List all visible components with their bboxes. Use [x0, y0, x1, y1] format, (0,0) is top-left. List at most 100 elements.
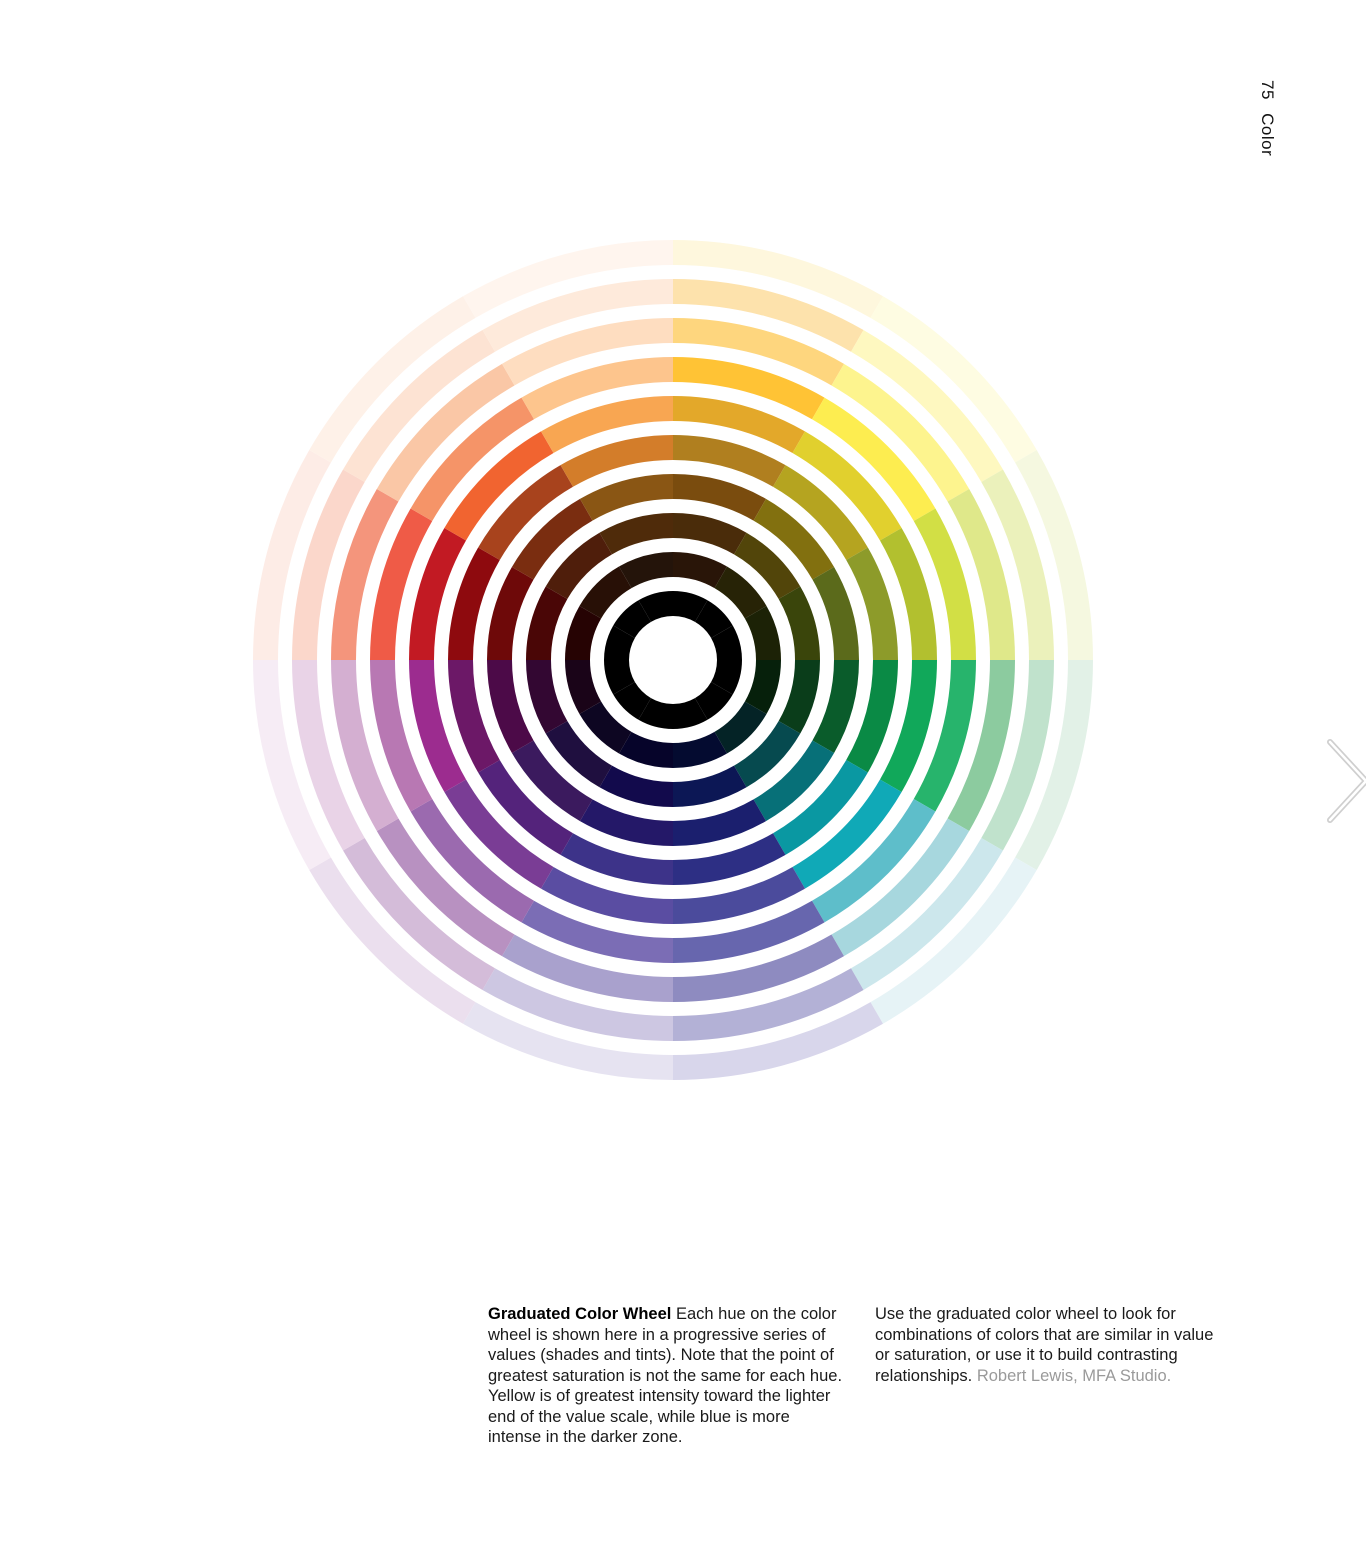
swatch-blue-5 — [673, 866, 805, 924]
swatch-blue-violet-2 — [599, 765, 673, 807]
swatch-red-3 — [487, 567, 534, 660]
swatch-orange-yellow-7 — [673, 318, 844, 386]
swatch-violet-1 — [579, 701, 632, 754]
swatch-red-orange-6 — [410, 397, 534, 521]
swatch-yellow-7 — [831, 363, 970, 502]
next-page-button[interactable] — [1322, 736, 1366, 826]
swatch-yellow-0 — [695, 600, 733, 638]
hue-sector-blue — [673, 698, 883, 1080]
chevron-right-icon — [1327, 739, 1366, 823]
swatch-violet-6 — [410, 799, 534, 923]
swatch-orange-yellow-1 — [673, 552, 727, 589]
swatch-blue-violet-4 — [560, 833, 673, 885]
swatch-blue-violet-0 — [638, 698, 673, 729]
swatch-blue-0 — [673, 698, 708, 729]
swatch-blue-green-3 — [753, 740, 835, 822]
swatch-blue-3 — [673, 799, 766, 846]
swatch-yellow-5 — [792, 431, 902, 541]
swatch-blue-9 — [673, 1002, 883, 1080]
swatch-violet-7 — [376, 818, 515, 957]
hue-sector-red — [253, 450, 635, 660]
swatch-blue-2 — [673, 765, 747, 807]
hue-sector-orange-yellow — [673, 240, 883, 622]
hue-sector-orange — [463, 240, 673, 622]
caption-title: Graduated Color Wheel — [488, 1305, 672, 1323]
swatch-green-5 — [879, 660, 937, 792]
swatch-blue-6 — [673, 900, 825, 963]
swatch-yellow-green-8 — [981, 469, 1054, 660]
page-number: 75 — [1258, 80, 1277, 100]
section-title: Color — [1258, 113, 1277, 157]
swatch-yellow-green-5 — [879, 528, 937, 660]
swatch-red-orange-7 — [376, 363, 515, 502]
swatch-violet-4 — [478, 760, 573, 855]
swatch-green-4 — [846, 660, 898, 773]
swatch-red-6 — [370, 508, 433, 660]
swatch-orange-yellow-5 — [673, 396, 805, 454]
swatch-red-7 — [331, 489, 399, 660]
swatch-violet-9 — [309, 857, 476, 1024]
swatch-red-violet-2 — [526, 660, 568, 734]
swatch-blue-green-2 — [734, 721, 801, 788]
swatch-red-4 — [448, 547, 500, 660]
swatch-red-violet-6 — [370, 660, 433, 812]
swatch-red-orange-0 — [613, 600, 651, 638]
swatch-orange-0 — [638, 591, 673, 622]
swatch-yellow-8 — [851, 330, 1003, 482]
swatch-yellow-green-2 — [778, 586, 820, 660]
swatch-green-3 — [812, 660, 859, 753]
swatch-yellow-2 — [734, 532, 801, 599]
swatch-red-violet-9 — [253, 660, 331, 870]
swatch-red-violet-5 — [409, 660, 467, 792]
swatch-orange-yellow-3 — [673, 474, 766, 521]
hue-sector-blue-green — [695, 682, 1037, 1024]
swatch-blue-green-8 — [851, 838, 1003, 990]
swatch-orange-3 — [580, 474, 673, 521]
graduated-color-wheel — [253, 240, 1093, 1080]
swatch-blue-green-4 — [773, 760, 868, 855]
swatch-orange-yellow-9 — [673, 240, 883, 318]
swatch-green-6 — [913, 660, 976, 812]
swatch-blue-violet-7 — [502, 934, 673, 1002]
swatch-green-1 — [744, 660, 781, 714]
swatch-blue-violet-8 — [482, 968, 673, 1041]
swatch-red-violet-7 — [331, 660, 399, 831]
swatch-blue-green-1 — [714, 701, 767, 754]
caption-left: Graduated Color Wheel Each hue on the co… — [488, 1304, 844, 1448]
swatch-red-orange-5 — [444, 431, 554, 541]
swatch-red-violet-8 — [292, 660, 365, 851]
swatch-red-9 — [253, 450, 331, 660]
swatch-green-0 — [711, 660, 742, 695]
swatch-blue-violet-6 — [521, 900, 673, 963]
swatch-yellow-green-1 — [744, 606, 781, 660]
swatch-violet-2 — [545, 721, 612, 788]
swatch-orange-yellow-8 — [673, 279, 864, 352]
swatch-blue-violet-5 — [541, 866, 673, 924]
swatch-orange-8 — [482, 279, 673, 352]
swatch-yellow-6 — [812, 397, 936, 521]
swatch-red-5 — [409, 528, 467, 660]
swatch-blue-green-7 — [831, 818, 970, 957]
swatch-red-violet-1 — [565, 660, 602, 714]
caption-credit: Robert Lewis, MFA Studio. — [976, 1366, 1172, 1385]
hue-sector-yellow — [695, 296, 1037, 638]
swatch-yellow-4 — [773, 465, 868, 560]
swatch-orange-yellow-0 — [673, 591, 708, 622]
swatch-violet-5 — [444, 779, 554, 889]
swatch-yellow-green-6 — [913, 508, 976, 660]
swatch-green-9 — [1015, 660, 1093, 870]
swatch-orange-1 — [619, 552, 673, 589]
swatch-yellow-1 — [714, 566, 767, 619]
swatch-red-0 — [604, 625, 635, 660]
swatch-blue-8 — [673, 968, 864, 1041]
swatch-blue-violet-1 — [619, 731, 673, 768]
swatch-orange-4 — [560, 435, 673, 487]
swatch-green-2 — [778, 660, 820, 734]
hue-sector-yellow-green — [711, 450, 1093, 660]
swatch-blue-1 — [673, 731, 727, 768]
swatch-orange-yellow-4 — [673, 435, 786, 487]
swatch-red-orange-8 — [343, 330, 495, 482]
swatch-red-orange-9 — [309, 296, 476, 463]
swatch-yellow-3 — [753, 498, 835, 580]
